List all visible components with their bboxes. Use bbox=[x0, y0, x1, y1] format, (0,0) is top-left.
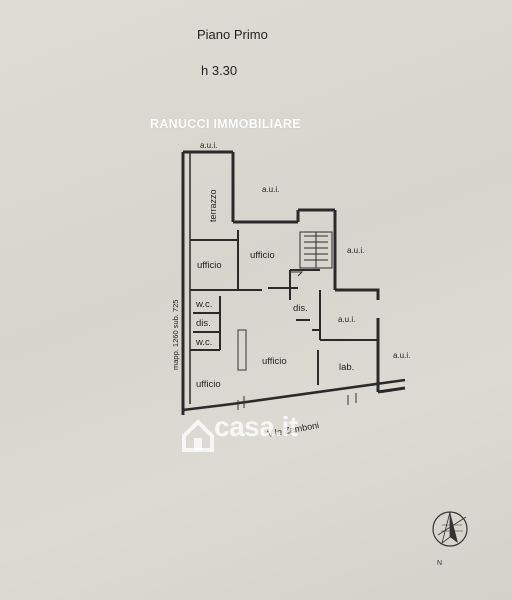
label-ufficio-3: ufficio bbox=[262, 356, 287, 367]
floor-title: Piano Primo bbox=[197, 27, 268, 42]
inner-walls bbox=[190, 230, 378, 385]
label-aui-right: a.u.i. bbox=[393, 351, 410, 360]
label-ufficio-2: ufficio bbox=[250, 250, 275, 261]
label-aui-mid: a.u.i. bbox=[262, 185, 279, 194]
label-aui-stair: a.u.i. bbox=[347, 246, 364, 255]
label-lab: lab. bbox=[339, 362, 354, 373]
label-dis-1: dis. bbox=[196, 318, 211, 329]
outer-walls bbox=[181, 150, 406, 415]
misc-details bbox=[237, 271, 357, 410]
watermark-text: casa.it bbox=[214, 411, 298, 442]
label-ufficio-4: ufficio bbox=[196, 379, 221, 390]
stair bbox=[299, 231, 333, 269]
right-corner bbox=[377, 386, 406, 394]
watermark-house-icon bbox=[182, 419, 214, 452]
label-ufficio-1: ufficio bbox=[197, 260, 222, 271]
label-wc-1: w.c. bbox=[195, 299, 212, 310]
label-mapp: mapp. 1260 sub. 725 bbox=[171, 300, 180, 370]
label-aui-small: a.u.i. bbox=[338, 315, 355, 324]
pillar bbox=[237, 329, 247, 371]
compass-icon: N bbox=[432, 511, 468, 567]
label-terrazzo: terrazzo bbox=[208, 189, 218, 222]
label-aui-top: a.u.i. bbox=[200, 141, 217, 150]
label-wc-2: w.c. bbox=[195, 337, 212, 348]
right-notch bbox=[335, 288, 380, 300]
ceiling-height: h 3.30 bbox=[201, 63, 238, 78]
agency-name: RANUCCI IMMOBILIARE bbox=[150, 117, 301, 131]
street-wall bbox=[182, 378, 406, 412]
compass-north-label: N bbox=[437, 560, 442, 567]
label-dis-2: dis. bbox=[293, 303, 308, 314]
